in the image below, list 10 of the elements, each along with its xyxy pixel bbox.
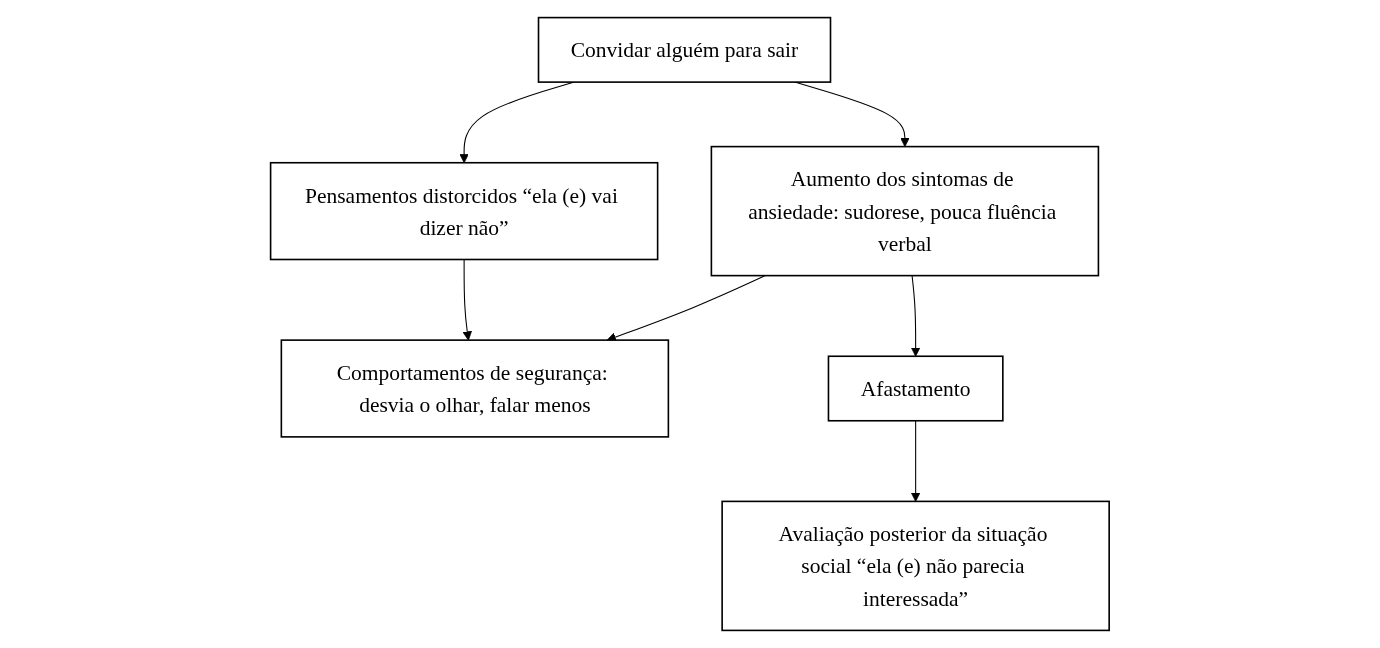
node-box: Pensamentos distorcidos “ela (e) vai dizer não”: [269, 161, 659, 261]
arrow: [462, 258, 473, 341]
arrow: [911, 420, 921, 502]
arrow: [606, 275, 766, 342]
node-box: Convidar alguém para sair: [537, 16, 832, 83]
node-box: Afastamento: [827, 355, 1004, 422]
node-box: Comportamentos de segurança: desvia o olhar, falar menos: [280, 339, 670, 438]
node-box: Aumento dos sintomas de ansiedade: sudorese, pouca fluência verbal: [710, 145, 1100, 277]
arrow: [911, 275, 921, 357]
node-box: Avaliação posterior da situação social “ela (e) não parecia interessada”: [721, 500, 1111, 632]
